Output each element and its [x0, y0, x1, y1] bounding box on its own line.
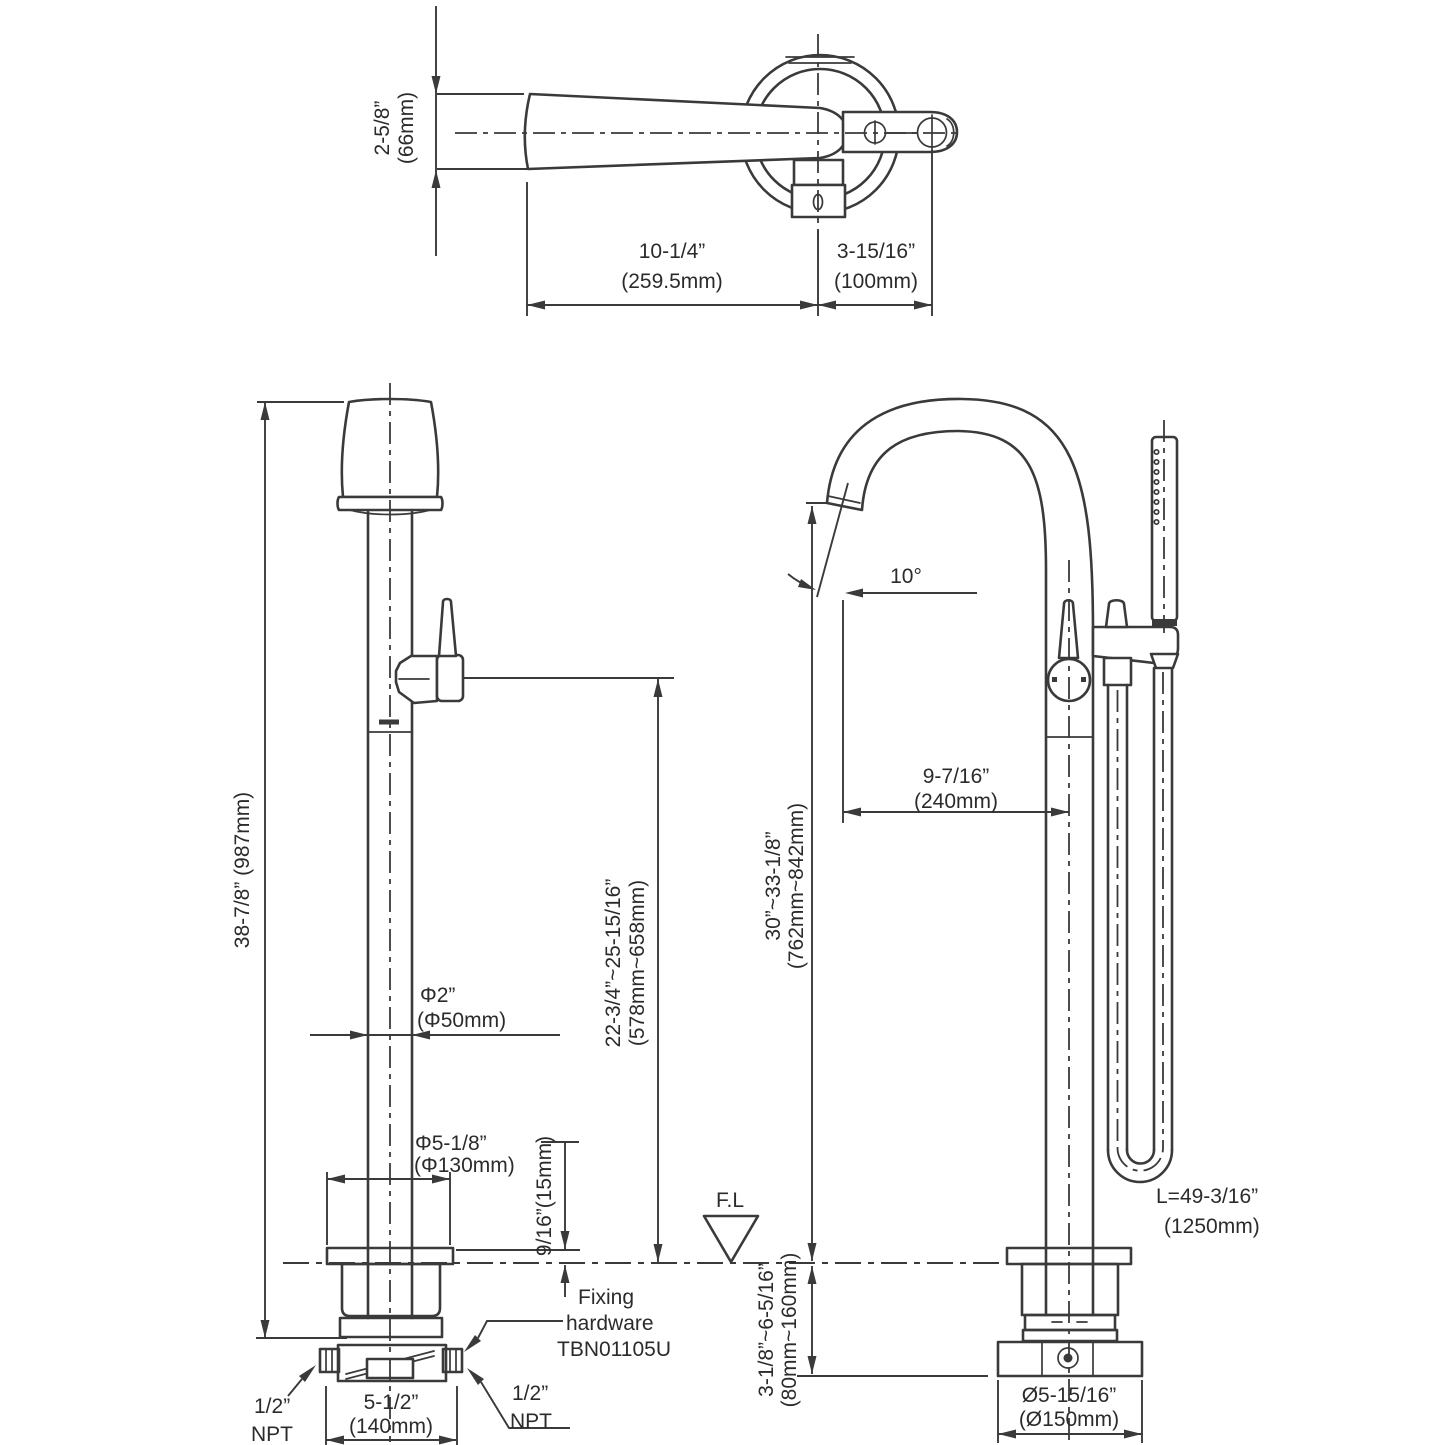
- handshower-hose: [1106, 666, 1174, 1184]
- wand-connector: [1149, 652, 1180, 670]
- dim-spout-reach-mm: (240mm): [914, 790, 998, 813]
- lever-front: [437, 597, 458, 658]
- diverter-knob: [1104, 598, 1129, 629]
- top-view: 2-5/8” (66mm) 10-1/4” (259.5mm) 3-15/16”…: [371, 6, 962, 316]
- dim-body-depth-in: 3-15/16”: [837, 240, 915, 263]
- dim-hose-length-mm: (1250mm): [1164, 1215, 1260, 1238]
- lever-handle-top: [523, 92, 849, 171]
- label-fixing-2: hardware: [566, 1312, 654, 1335]
- dim-flange-dia-in: Φ5-1/8”: [415, 1132, 487, 1155]
- dim-handle-height-mm: (578mm~658mm): [626, 880, 649, 1046]
- mounting-clamp-side: [996, 1340, 1144, 1378]
- dim-handle-height-in: 2-5/8”: [371, 101, 394, 156]
- label-fixing-3: TBN01105U: [557, 1338, 671, 1361]
- dim-base-dia-in: Ø5-15/16”: [1022, 1384, 1117, 1407]
- label-inlet-right-size: 1/2”: [512, 1382, 548, 1405]
- label-inlet-right-npt: NPT: [510, 1410, 552, 1433]
- dim-base-width-in: 5-1/2”: [364, 1391, 419, 1414]
- dim-flange-dia-mm: (Φ130mm): [414, 1154, 515, 1177]
- label-fixing-1: Fixing: [578, 1286, 634, 1309]
- dim-hose-length-in: L=49-3/16”: [1156, 1185, 1258, 1208]
- gooseneck-spout: [825, 397, 1095, 1317]
- label-inlet-left-size: 1/2”: [254, 1395, 290, 1418]
- front-view: 38-7/8” (987mm) Φ2” (Φ50mm) Φ5-1/8” (Φ13…: [231, 383, 674, 1445]
- dim-handle-reach-in: 10-1/4”: [639, 240, 706, 263]
- dim-spout-height-mm: (762mm~842mm): [785, 803, 808, 969]
- lever-base-front: [435, 653, 465, 703]
- dim-flange-thickness: 9/16”(15mm): [533, 1136, 556, 1256]
- inlet-bolt-left: [318, 1347, 341, 1374]
- dim-base-width-mm: (140mm): [349, 1415, 433, 1438]
- below-floor-sleeve: [340, 1262, 442, 1318]
- floor-reference: F.L: [283, 1189, 1007, 1264]
- dim-spout-reach-in: 9-7/16”: [923, 765, 990, 788]
- spray-nozzles: [1153, 448, 1160, 526]
- side-view: 10° 9-7/16” (240mm) 30”~33-1/8” (762mm~8…: [755, 397, 1260, 1443]
- floor-level-marker: [702, 1214, 760, 1264]
- dim-base-dia-mm: (Ø150mm): [1019, 1408, 1119, 1431]
- clamp-bolt: [1057, 1347, 1079, 1369]
- spout-cone: [340, 397, 440, 499]
- valve-body-top: [841, 110, 959, 154]
- dim-below-floor-in: 3-1/8”~6-5/16”: [755, 1263, 778, 1397]
- diverter-body: [1102, 656, 1133, 687]
- dim-handle-height-in: 22-3/4”~25-15/16”: [602, 879, 625, 1048]
- dim-spout-angle: 10°: [890, 565, 922, 588]
- dim-overall-height: 38-7/8” (987mm): [231, 792, 254, 948]
- dim-below-floor-mm: (80mm~160mm): [778, 1253, 801, 1408]
- inlet-bolt-right: [441, 1347, 464, 1374]
- dim-column-dia-in: Φ2”: [420, 984, 455, 1007]
- dim-body-depth-mm: (100mm): [834, 270, 918, 293]
- dim-handle-height-mm: (66mm): [395, 92, 418, 164]
- dim-column-dia-mm: (Φ50mm): [417, 1009, 506, 1032]
- label-floor-level: F.L: [716, 1189, 744, 1212]
- dim-handle-reach-mm: (259.5mm): [621, 270, 723, 293]
- label-inlet-left-npt: NPT: [251, 1423, 293, 1445]
- dim-spout-height-in: 30”~33-1/8”: [762, 831, 785, 940]
